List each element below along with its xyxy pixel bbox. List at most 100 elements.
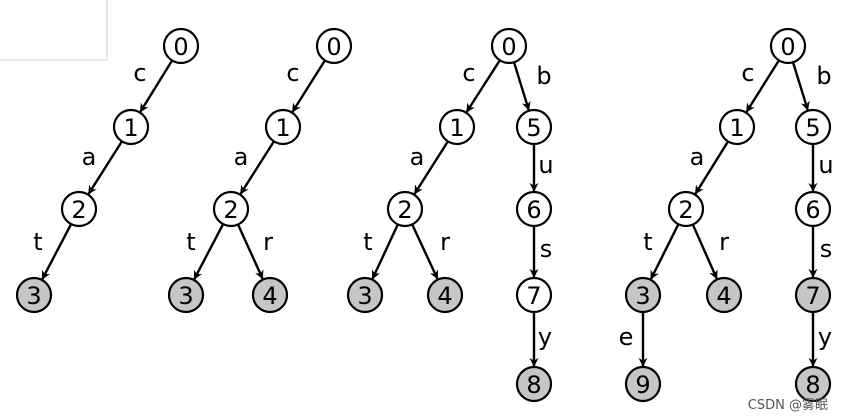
- tree-1-edge-label-0-1: c: [133, 59, 146, 87]
- tree-3-edge-label-0-5: b: [536, 62, 551, 90]
- tree-3-node-4-label: 4: [437, 282, 452, 310]
- tree-4-edge-0-5: [791, 61, 810, 111]
- tree-4-node-1-label: 1: [729, 114, 744, 142]
- tree-2-node-3-circle: [167, 276, 205, 314]
- tree-4-node-7-label: 7: [805, 282, 820, 310]
- tree-1-node-0-label: 0: [173, 33, 188, 61]
- tree-3-node-0-circle: [490, 27, 528, 65]
- tree-3-edge-0-5: [512, 61, 531, 111]
- tree-4-node-5: 5: [794, 108, 832, 146]
- tree-4-edge-label-2-4: r: [719, 228, 729, 256]
- tree-3-edge-label-1-2: a: [410, 143, 425, 171]
- tree-3-node-3-label: 3: [357, 282, 372, 310]
- tree-2-node-1: 1: [264, 108, 302, 146]
- tree-2-node-4-circle: [251, 276, 289, 314]
- tree-3-edge-label-6-7: s: [540, 235, 553, 263]
- tree-4-edge-0-1: [745, 59, 780, 113]
- tree-1-node-3: 3: [15, 276, 53, 314]
- tree-3-node-2: 2: [386, 190, 424, 228]
- tree-2-node-2-label: 2: [223, 196, 238, 224]
- tree-4-node-6: 6: [794, 190, 832, 228]
- tree-1-edge-1-2: [87, 140, 123, 195]
- tree-2-edge-1-2: [239, 140, 275, 195]
- tree-3-node-3-circle: [346, 276, 384, 314]
- tree-3-node-4-circle: [426, 276, 464, 314]
- tree-3-edge-label-0-1: c: [462, 59, 475, 87]
- tree-4-node-8-circle: [794, 365, 832, 403]
- tree-2-edge-label-1-2: a: [234, 143, 249, 171]
- tree-3-node-6-label: 6: [526, 196, 541, 224]
- tree-3-edge-label-2-4: r: [440, 228, 450, 256]
- tree-4-node-1: 1: [718, 108, 756, 146]
- tree-4-node-5-circle: [794, 108, 832, 146]
- tree-3-node-1: 1: [438, 108, 476, 146]
- tree-4-node-3-circle: [624, 276, 662, 314]
- tree-4-node-5-label: 5: [805, 114, 820, 142]
- tree-4-node-9-label: 9: [635, 371, 650, 399]
- tree-4-node-4: 4: [705, 276, 743, 314]
- tree-2-node-1-circle: [264, 108, 302, 146]
- tree-1-node-2: 2: [60, 190, 98, 228]
- tree-2-node-1-label: 1: [275, 114, 290, 142]
- watermark-text: CSDN @雾眠: [747, 398, 828, 413]
- tree-2-node-3: 3: [167, 276, 205, 314]
- tree-3-node-5: 5: [515, 108, 553, 146]
- tree-2-node-2: 2: [212, 190, 250, 228]
- tree-3-node-6-circle: [515, 190, 553, 228]
- tree-3-edge-label-7-8: y: [538, 323, 552, 351]
- tree-3-node-8: 8: [515, 365, 553, 403]
- tree-3-node-8-circle: [515, 365, 553, 403]
- tree-1-node-2-circle: [60, 190, 98, 228]
- tree-2-node-3-label: 3: [178, 282, 193, 310]
- tree-4-node-9: 9: [624, 365, 662, 403]
- corner-frame: [0, 0, 108, 61]
- tree-2-node-0: 0: [315, 27, 353, 65]
- tree-3-edge-2-3: [371, 223, 399, 280]
- tree-4-node-2-label: 2: [678, 196, 693, 224]
- tree-3-edge-0-1: [465, 59, 501, 113]
- tree-4-node-6-label: 6: [805, 196, 820, 224]
- tree-3-edge-label-2-3: t: [363, 228, 372, 256]
- tree-4-node-7: 7: [794, 276, 832, 314]
- tree-4-edge-label-7-8: y: [818, 323, 832, 351]
- tree-1-edge-0-1: [139, 59, 174, 113]
- tree-3-edge-2-4: [411, 223, 439, 280]
- tree-1-node-1-label: 1: [123, 114, 138, 142]
- tree-1-node-0: 0: [162, 27, 200, 65]
- tree-4-node-3: 3: [624, 276, 662, 314]
- tree-2-node-4: 4: [251, 276, 289, 314]
- tree-4-edge-2-3: [649, 223, 680, 280]
- tree-2-edge-2-3: [193, 223, 225, 280]
- tree-4-node-9-circle: [624, 365, 662, 403]
- tree-3-node-7: 7: [515, 276, 553, 314]
- tree-3-node-2-label: 2: [397, 196, 412, 224]
- tree-2-edge-0-1: [291, 59, 326, 113]
- tree-2-node-2-circle: [212, 190, 250, 228]
- tree-1-node-3-label: 3: [26, 282, 41, 310]
- tree-3-node-0: 0: [490, 27, 528, 65]
- tree-4-node-6-circle: [794, 190, 832, 228]
- tree-3-node-0-label: 0: [501, 33, 516, 61]
- tree-4-node-1-circle: [718, 108, 756, 146]
- tree-1-node-1-circle: [112, 108, 150, 146]
- tree-2-edge-2-4: [236, 223, 264, 280]
- tree-1-node-3-circle: [15, 276, 53, 314]
- tree-1-node-0-circle: [162, 27, 200, 65]
- tree-4-node-2: 2: [667, 190, 705, 228]
- tree-3-node-3: 3: [346, 276, 384, 314]
- tree-3-node-7-circle: [515, 276, 553, 314]
- tree-4-node-4-label: 4: [716, 282, 731, 310]
- tree-3-edge-1-2: [413, 140, 449, 195]
- tree-4-node-3-label: 3: [635, 282, 650, 310]
- tree-3-node-1-label: 1: [449, 114, 464, 142]
- tree-1-edge-label-2-3: t: [33, 228, 42, 256]
- tree-4-node-4-circle: [705, 276, 743, 314]
- tree-4-node-0-label: 0: [780, 33, 795, 61]
- tree-2-node-0-circle: [315, 27, 353, 65]
- tree-1-edge-label-1-2: a: [82, 143, 97, 171]
- tree-4-node-2-circle: [667, 190, 705, 228]
- tree-1-node-2-label: 2: [71, 196, 86, 224]
- tree-3-node-2-circle: [386, 190, 424, 228]
